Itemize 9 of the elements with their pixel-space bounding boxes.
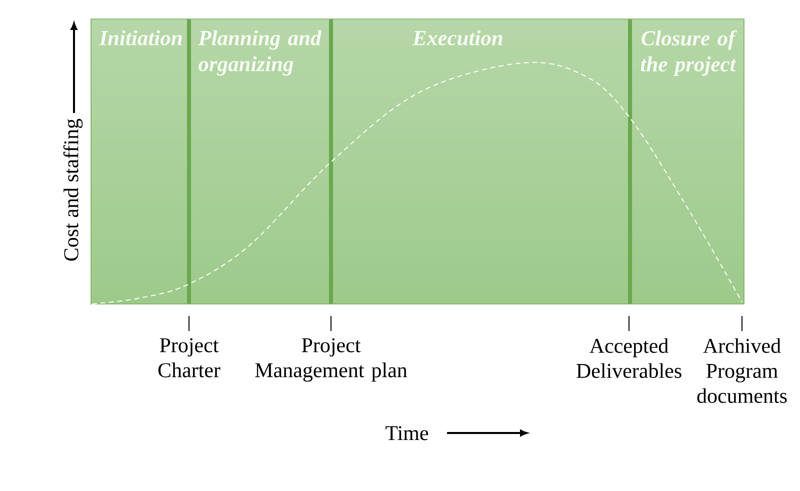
milestone-label: Archived Program documents bbox=[697, 338, 787, 403]
axis-label: Time bbox=[386, 426, 428, 440]
phase-band: Closure of the project bbox=[630, 18, 744, 304]
phase-band: Execution bbox=[330, 18, 630, 304]
phase-band: Initiation bbox=[90, 18, 190, 304]
phase-band: Planning and organizing bbox=[188, 18, 332, 304]
milestone-label: Accepted Deliverables bbox=[576, 338, 682, 378]
milestone-label: Project Charter bbox=[158, 338, 220, 378]
milestone-label: Project Management plan bbox=[255, 338, 408, 382]
